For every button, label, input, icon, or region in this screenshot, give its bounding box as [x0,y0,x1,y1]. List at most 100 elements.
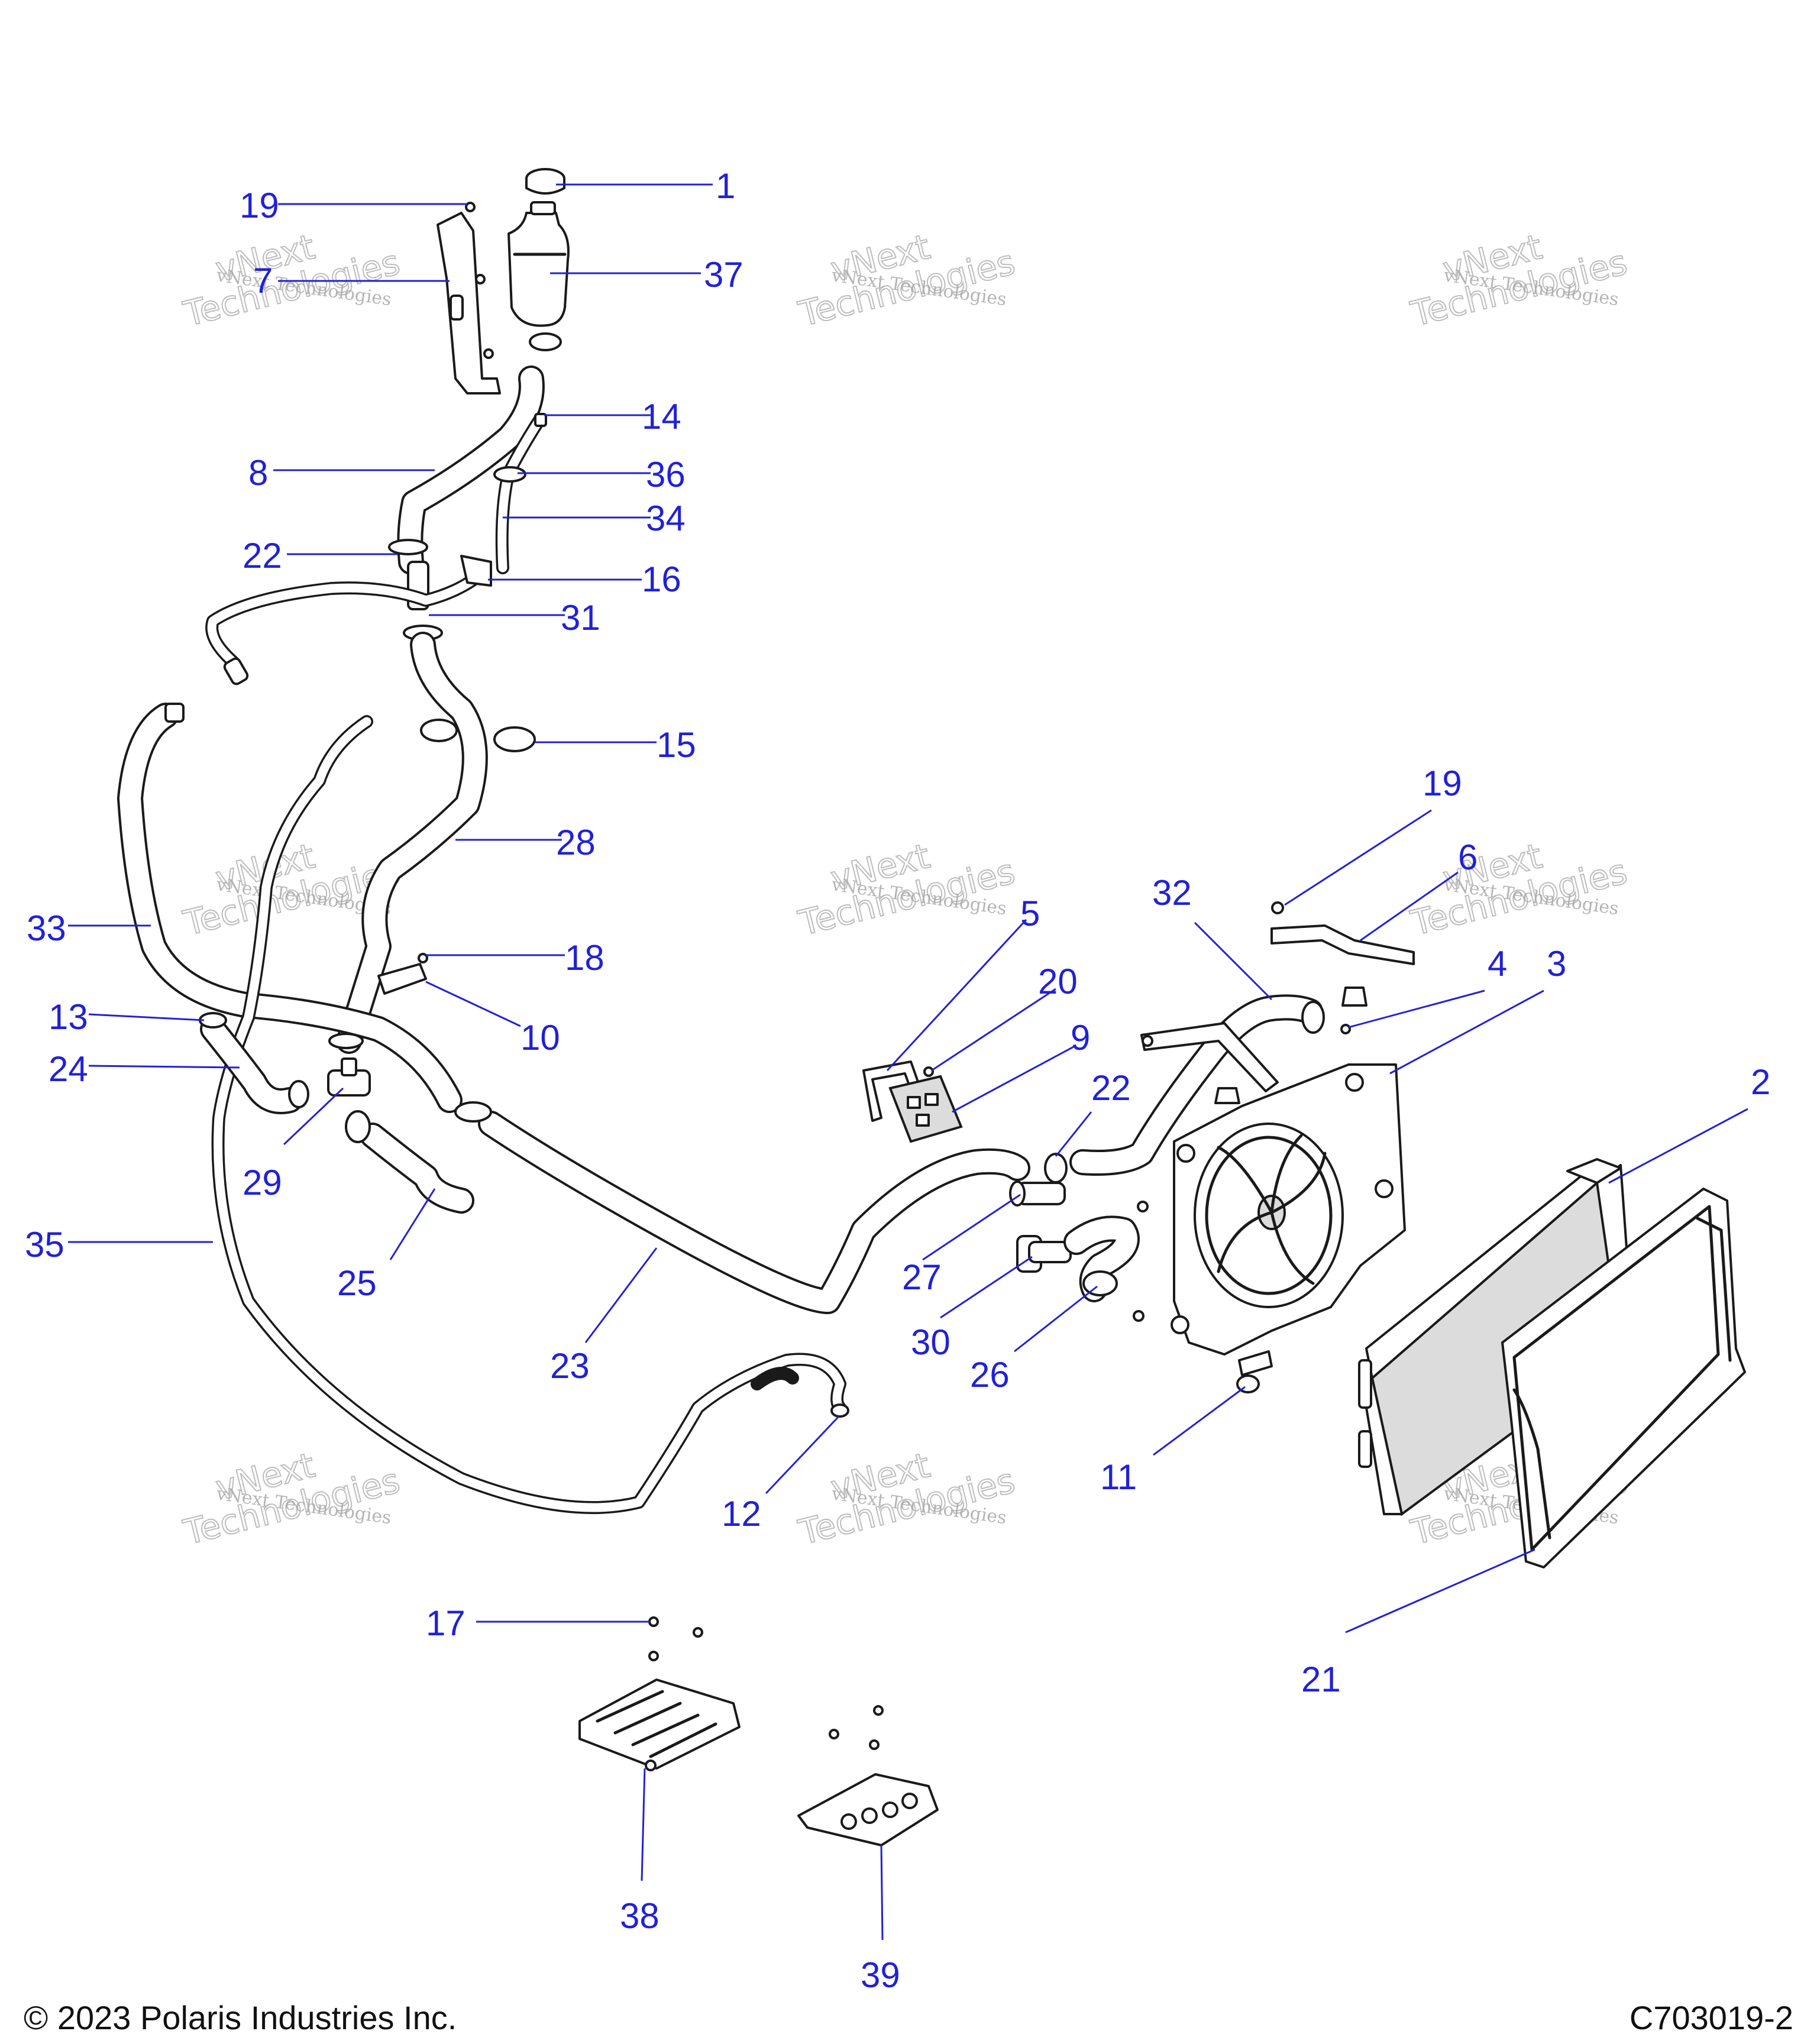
callout-22: 22 [243,536,282,575]
line-16-fitting [223,657,249,685]
callout-36: 36 [646,455,686,494]
watermark: vNext Technologies [179,226,405,335]
mount-39 [797,1705,939,1846]
callout-34: 34 [646,499,686,538]
watermark: vNext Technologies [794,226,1020,335]
callout-12: 12 [722,1494,761,1534]
line-16-inner [207,566,490,667]
grommet-fan-top [1214,1087,1240,1104]
screw-20 [923,1066,934,1077]
hose-28-inner [338,634,486,1052]
callout-25: 25 [337,1263,377,1303]
drawing-number: C703019-2 [1629,1999,1793,2036]
hose-23-clamp [454,1101,492,1123]
callout-14: 14 [642,397,681,436]
bracket-10 [377,953,428,995]
clamp-26 [1082,1270,1118,1296]
fan-assembly-3 [1171,1063,1406,1376]
callout-20: 20 [1038,962,1078,1001]
watermark: vNext Technologies [794,1444,1020,1553]
clamp-14 [534,413,547,427]
callout-27: 27 [902,1257,942,1297]
clip-15 [493,726,536,752]
t-fitting-29 [327,1033,371,1097]
radiator-frame-21 [1501,1188,1746,1568]
module-9 [888,1075,963,1143]
callout-13: 13 [49,997,88,1037]
bracket-5 [862,1060,930,1122]
hose-25-inner [362,1125,472,1211]
callout-2: 2 [1751,1062,1770,1102]
callout-11: 11 [1100,1457,1137,1497]
clip-15b [420,719,458,742]
fan-bracket-6 [1270,901,1415,1007]
bracket-16 [460,555,492,587]
callout-37: 37 [704,255,743,295]
clip-36 [493,466,526,483]
callout-9: 9 [1071,1018,1090,1057]
callout-23: 23 [550,1346,590,1386]
callout-38: 38 [620,1896,659,1936]
callout-26: 26 [970,1355,1010,1395]
watermark: vNext Technologies [179,1444,405,1553]
watermark: vNext Technologies [1407,226,1632,335]
fitting-30 [1016,1235,1072,1273]
callout-22b: 22 [1091,1068,1131,1108]
callout-7: 7 [253,261,273,300]
callout-21: 21 [1301,1660,1341,1699]
callout-5: 5 [1020,894,1040,933]
callout-4: 4 [1488,944,1507,984]
callout-35: 35 [25,1225,64,1264]
mount-38 [578,1678,741,1771]
callout-8: 8 [248,453,268,493]
callout-19b: 19 [1422,764,1462,803]
hose-8-inner [399,368,542,573]
callouts: 1 2 3 4 5 6 7 8 9 10 11 12 13 14 15 16 1… [25,166,1770,1995]
callout-31: 31 [561,598,600,638]
screw-4 [1340,1024,1351,1034]
callout-39: 39 [861,1955,900,1995]
screw-32 [1142,1035,1153,1047]
watermark: vNext Technologies [1407,835,1632,944]
hose-33-inner [119,705,460,1111]
screw-17c [648,1651,659,1661]
callout-17: 17 [426,1603,465,1643]
callout-15: 15 [657,725,696,765]
callout-3: 3 [1547,944,1566,984]
screw-17 [648,1616,659,1627]
bracket-32 [1140,1022,1279,1092]
callout-18: 18 [565,938,604,978]
reservoir-cap [525,168,565,195]
callout-33: 33 [27,908,66,948]
hose-32-inner [1072,997,1321,1173]
parts [117,168,1746,1846]
callout-1: 1 [716,166,735,206]
watermark: vNext Technologies [794,835,1020,944]
hose-33-clamp [164,703,185,723]
hose-23-inner [480,1113,1028,1312]
callout-6: 6 [1458,837,1477,877]
screw-17b [693,1627,703,1638]
callout-32: 32 [1152,873,1192,913]
clamp-24 [288,1080,309,1108]
callout-24: 24 [49,1049,88,1089]
reservoir-bracket [437,202,501,394]
screw-fan-left [1137,1201,1149,1212]
screw-fan-bottom [1133,1310,1144,1322]
callout-29: 29 [243,1163,282,1202]
leader-lines [68,183,1748,1940]
callout-28: 28 [556,823,596,862]
callout-19: 19 [240,186,279,225]
copyright-notice: © 2023 Polaris Industries Inc. [24,1999,457,2036]
callout-10: 10 [520,1018,560,1057]
hose-24-inner [202,1018,300,1112]
clamp-12 [830,1403,849,1418]
callout-30: 30 [911,1322,950,1362]
fitting-27 [1009,1181,1066,1207]
hose-35-inner [214,717,845,1512]
callout-16: 16 [642,559,681,599]
clamp-32 [1301,1001,1325,1034]
clamp-22-mid [1044,1153,1068,1183]
clamp-22-top [388,539,428,555]
